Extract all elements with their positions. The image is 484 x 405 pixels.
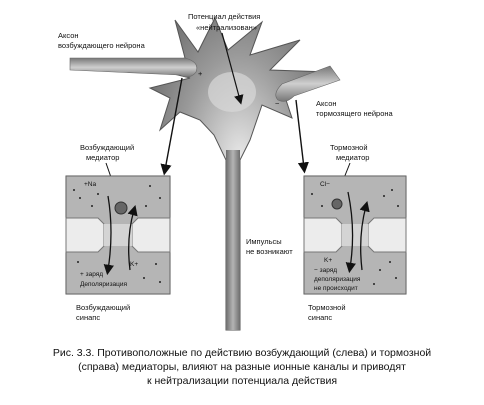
neuron-body (148, 16, 331, 331)
caption-line2: (справа) медиаторы, влияют на разные ион… (78, 361, 406, 373)
figure-caption: Рис. 3.3. Противоположные по действию во… (6, 346, 478, 388)
exc-mediator-molecule (114, 201, 128, 215)
inh-mediator-molecule (331, 198, 343, 210)
k-label-left: K+ (130, 261, 138, 268)
inh-synapse-line1: Тормозной (308, 303, 346, 312)
inh-mediator-line1: Тормозной (330, 143, 368, 152)
caption-line1: Рис. 3.3. Противоположные по действию во… (52, 347, 432, 359)
exc-axon-line2: возбуждающего нейрона (58, 41, 146, 50)
exc-mediator-line2: медиатор (86, 153, 119, 162)
depol-label-left: Деполяризация (80, 281, 128, 288)
caption-line3: к нейтрализации потенциала действия (146, 375, 338, 387)
inhibitory-axon: − (275, 65, 341, 108)
ap-title-line2: «нейтрализован» (196, 23, 257, 32)
cl-label: Cl− (320, 181, 330, 188)
exc-synapse-line2: синапс (76, 313, 100, 322)
exc-axon-line1: Аксон (58, 31, 79, 40)
excitatory-axon: + (69, 57, 203, 78)
plus-sign: + (198, 69, 203, 78)
depol-line1-right: деполяризация (314, 276, 361, 283)
inh-axon-line1: Аксон (316, 99, 337, 108)
impulses-line1: Импульсы (246, 237, 282, 246)
charge-label-right: − заряд (314, 267, 337, 274)
excitatory-synapse-box: +Na K+ + заряд Деполяризация (65, 175, 171, 295)
charge-label-left: + заряд (80, 271, 103, 278)
depol-line2-right: не происходит (314, 285, 358, 292)
inh-mediator-line2: медиатор (336, 153, 369, 162)
k-label-right: K+ (324, 257, 332, 264)
exc-synapse-line1: Возбуждающий (76, 303, 130, 312)
exc-mediator-line1: Возбуждающий (80, 143, 134, 152)
impulses-line2: не возникают (246, 247, 293, 256)
arrow-to-right-synapse (295, 99, 309, 174)
inhibitory-synapse-box: Cl− K+ − заряд деполяризация не происход… (303, 175, 407, 295)
inh-synapse-line2: синапс (308, 313, 332, 322)
na-label: +Na (84, 181, 96, 188)
arrow-to-left-synapse (160, 77, 183, 176)
minus-sign: − (275, 99, 280, 108)
ap-title-line1: Потенциал действия (188, 12, 260, 21)
ap-arrow (221, 32, 244, 105)
inh-axon-line2: тормозящего нейрона (316, 109, 394, 118)
